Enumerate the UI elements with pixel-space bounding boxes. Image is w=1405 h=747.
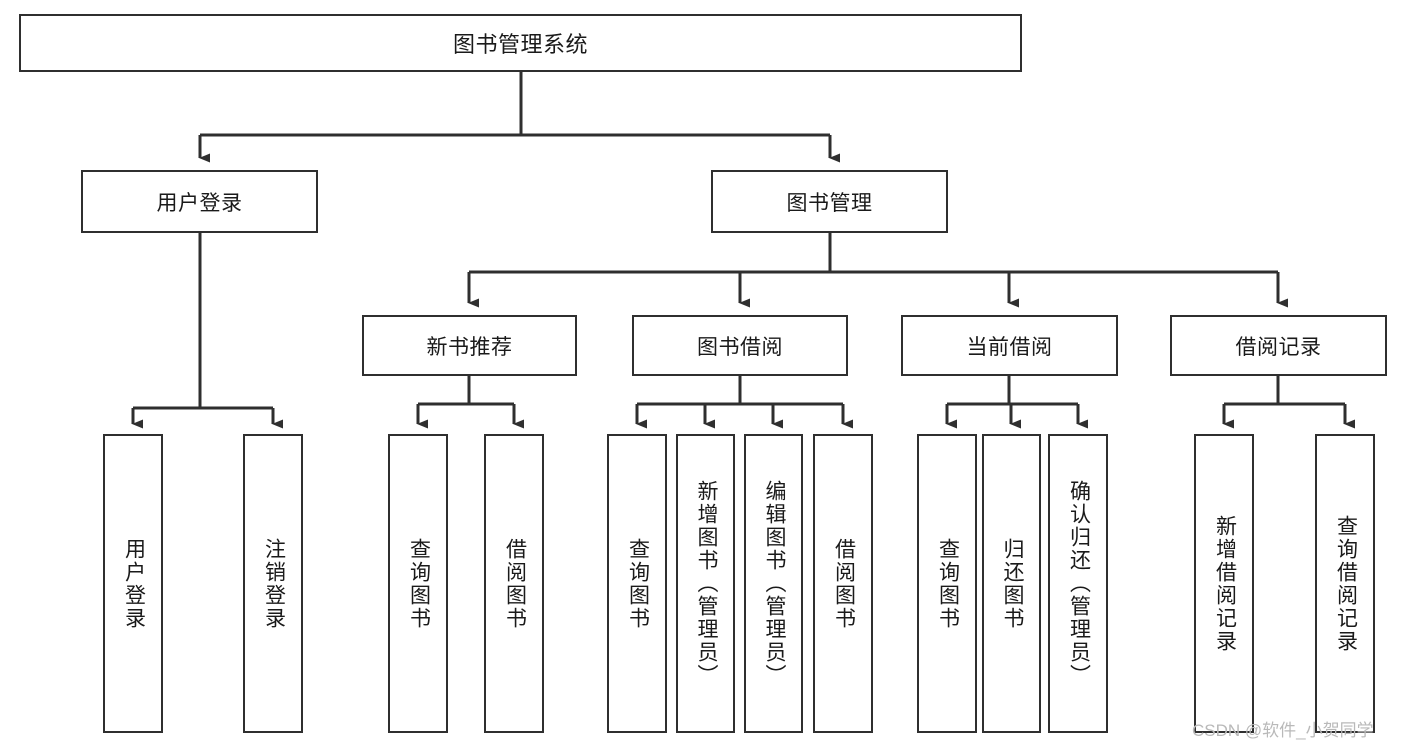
leaf-book-borrow-borrow-book[interactable]: 借阅图书 xyxy=(813,434,873,733)
node-label: 用户登录 xyxy=(156,191,243,215)
node-label: 图书管理系统 xyxy=(452,32,588,57)
node-current-borrow[interactable]: 当前借阅 xyxy=(901,315,1118,376)
node-label: 注销登录 xyxy=(262,537,286,630)
node-label: 借阅记录 xyxy=(1235,335,1322,359)
node-root-book-management-system[interactable]: 图书管理系统 xyxy=(19,14,1022,72)
node-label: 用户登录 xyxy=(122,537,146,630)
leaf-borrow-record-query-record[interactable]: 查询借阅记录 xyxy=(1315,434,1375,733)
leaf-user-login-login[interactable]: 用户登录 xyxy=(103,434,163,733)
leaf-book-borrow-add-book-admin[interactable]: 新增图书（管理员） xyxy=(676,434,735,733)
node-book-management[interactable]: 图书管理 xyxy=(711,170,948,233)
node-label: 编辑图书（管理员） xyxy=(762,480,786,687)
node-new-book-recommend[interactable]: 新书推荐 xyxy=(362,315,577,376)
node-label: 当前借阅 xyxy=(966,335,1053,359)
node-label: 查询图书 xyxy=(407,537,431,630)
leaf-user-login-logout[interactable]: 注销登录 xyxy=(243,434,303,733)
node-label: 查询图书 xyxy=(936,537,960,630)
node-label: 查询图书 xyxy=(626,537,650,630)
node-label: 新增图书（管理员） xyxy=(694,480,718,687)
csdn-watermark: CSDN @软件_小贺同学 xyxy=(1192,721,1374,740)
node-book-borrow[interactable]: 图书借阅 xyxy=(632,315,848,376)
leaf-borrow-record-add-record[interactable]: 新增借阅记录 xyxy=(1194,434,1254,733)
node-label: 查询借阅记录 xyxy=(1334,514,1358,653)
leaf-new-book-query-book[interactable]: 查询图书 xyxy=(388,434,448,733)
node-user-login[interactable]: 用户登录 xyxy=(81,170,318,233)
node-label: 图书借阅 xyxy=(697,335,783,359)
node-label: 确认归还（管理员） xyxy=(1067,480,1091,687)
node-label: 图书管理 xyxy=(786,191,873,215)
leaf-current-borrow-return-book[interactable]: 归还图书 xyxy=(982,434,1041,733)
node-label: 借阅图书 xyxy=(503,537,527,630)
leaf-new-book-borrow-book[interactable]: 借阅图书 xyxy=(484,434,544,733)
leaf-current-borrow-confirm-return-admin[interactable]: 确认归还（管理员） xyxy=(1048,434,1108,733)
node-label: 新增借阅记录 xyxy=(1213,514,1237,653)
node-label: 新书推荐 xyxy=(426,335,513,359)
leaf-book-borrow-edit-book-admin[interactable]: 编辑图书（管理员） xyxy=(744,434,803,733)
leaf-book-borrow-query-book[interactable]: 查询图书 xyxy=(607,434,667,733)
leaf-current-borrow-query-book[interactable]: 查询图书 xyxy=(917,434,977,733)
node-label: 归还图书 xyxy=(1000,537,1024,630)
node-borrow-record[interactable]: 借阅记录 xyxy=(1170,315,1387,376)
node-label: 借阅图书 xyxy=(832,537,856,630)
